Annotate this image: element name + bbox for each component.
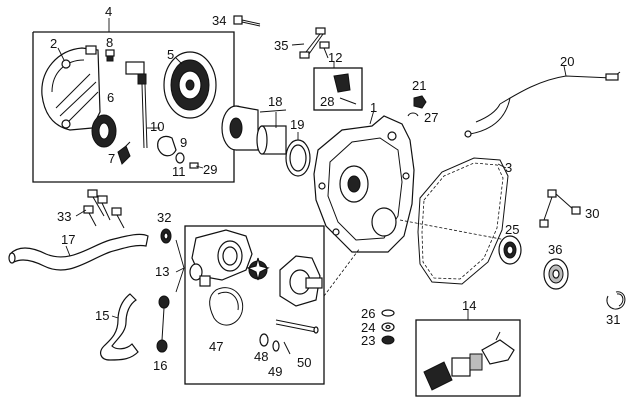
part-19-ring <box>285 132 311 177</box>
callout-19: 19 <box>290 117 304 132</box>
callout-26: 26 <box>361 306 375 321</box>
callout-21: 21 <box>412 78 426 93</box>
callout-35: 35 <box>274 38 288 53</box>
callout-11: 11 <box>172 164 186 179</box>
part-17-hose <box>8 233 149 271</box>
callout-1: 1 <box>370 100 377 115</box>
part-33-bolts <box>75 189 125 229</box>
group-box-4 <box>32 18 235 183</box>
part-23-nut <box>381 335 395 345</box>
part-26-washer <box>381 309 395 317</box>
part-8-bolt <box>105 49 115 62</box>
callout-29: 29 <box>203 162 217 177</box>
part-34-bolt <box>233 15 261 27</box>
callout-2: 2 <box>50 36 57 51</box>
part-35-bolts <box>291 27 330 59</box>
callout-50: 50 <box>297 355 311 370</box>
leader-cover-to-25 <box>399 219 507 241</box>
callout-23: 23 <box>361 333 375 348</box>
part-9-gear-plate <box>157 135 177 157</box>
part-shaft <box>275 319 319 334</box>
part-20-cable <box>464 65 621 138</box>
part-2-fan-shroud <box>41 45 101 131</box>
part-24-washer <box>381 322 395 332</box>
callout-10: 10 <box>150 119 164 134</box>
leader-13 <box>175 239 185 293</box>
group-box-14 <box>415 310 521 397</box>
callout-14: 14 <box>462 298 476 313</box>
part-47-gasket <box>209 287 244 326</box>
part-1-crankcase-cover <box>313 109 415 253</box>
callout-7: 7 <box>108 151 115 166</box>
callout-34: 34 <box>212 13 226 28</box>
part-15-hose <box>100 293 139 361</box>
callout-36: 36 <box>548 242 562 257</box>
callout-4: 4 <box>105 4 112 19</box>
part-6-oil-seal <box>91 114 117 148</box>
callout-24: 24 <box>361 320 375 335</box>
part-31-circlip <box>606 291 626 310</box>
part-36-bearing <box>543 258 569 290</box>
callout-49: 49 <box>268 364 282 379</box>
group-box-water-pump <box>184 225 361 385</box>
callout-12: 12 <box>328 50 342 65</box>
callout-48: 48 <box>254 349 268 364</box>
part-pump-housing <box>189 229 253 287</box>
callout-20: 20 <box>560 54 574 69</box>
part-18-clutch-drum <box>221 105 287 155</box>
part-3-gasket <box>417 157 509 285</box>
callout-30: 30 <box>585 206 599 221</box>
callout-3: 3 <box>505 160 512 175</box>
callout-13: 13 <box>155 264 169 279</box>
callout-15: 15 <box>95 308 109 323</box>
callout-25: 25 <box>505 222 519 237</box>
callout-16: 16 <box>153 358 167 373</box>
callout-31: 31 <box>606 312 620 327</box>
group-box-12 <box>313 62 363 111</box>
part-25-bearing <box>498 235 522 265</box>
callout-18: 18 <box>268 94 282 109</box>
callout-8: 8 <box>106 35 113 50</box>
part-50-pin <box>283 341 291 355</box>
part-5-pulley <box>163 51 217 119</box>
part-pump-impeller <box>246 257 270 281</box>
callout-6: 6 <box>107 90 114 105</box>
part-49-washer <box>272 340 280 352</box>
part-10-rod <box>125 61 160 149</box>
part-pump-cover <box>279 255 323 307</box>
part-7-clip <box>117 141 131 165</box>
part-48-seal <box>259 333 269 347</box>
part-30-pins <box>539 189 581 228</box>
part-29-screw <box>189 162 204 169</box>
callout-17: 17 <box>61 232 75 247</box>
callout-47: 47 <box>209 339 223 354</box>
callout-27: 27 <box>424 110 438 125</box>
part-16-clamps <box>156 295 170 353</box>
callout-33: 33 <box>57 209 71 224</box>
callout-5: 5 <box>167 47 174 62</box>
part-27-clip <box>407 112 419 117</box>
part-32-clamp <box>160 228 172 244</box>
callout-9: 9 <box>180 135 187 150</box>
callout-28: 28 <box>320 94 334 109</box>
callout-32: 32 <box>157 210 171 225</box>
part-21-nut <box>413 95 427 109</box>
part-11-washer <box>175 152 185 164</box>
